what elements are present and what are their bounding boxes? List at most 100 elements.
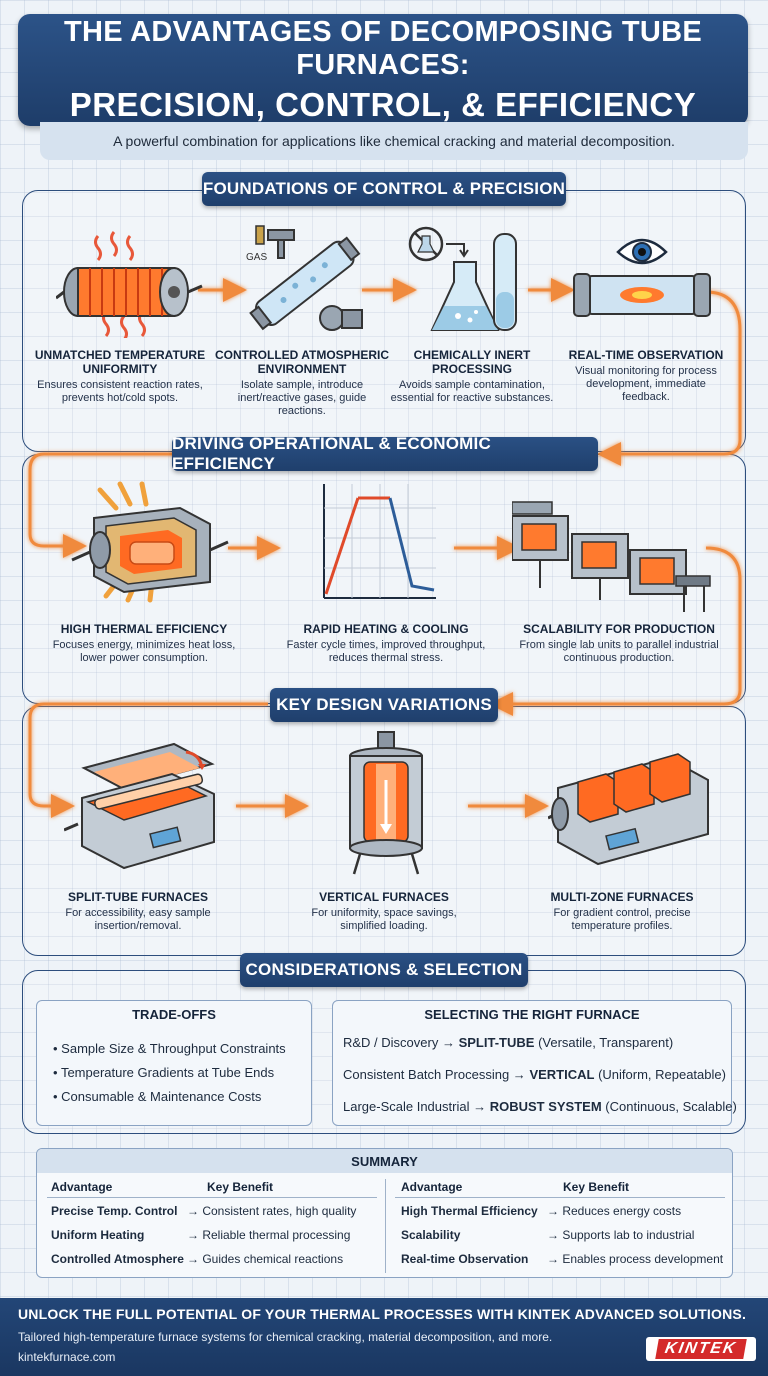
feature-title: SCALABILITY FOR PRODUCTION: [523, 622, 715, 636]
section-design-heading: KEY DESIGN VARIATIONS: [270, 688, 498, 722]
feature-desc: Focuses energy, minimizes heat loss, low…: [52, 639, 236, 664]
summary-table: SUMMARY Advantage Key Benefit Advantage …: [36, 1148, 733, 1278]
page-title-line2: PRECISION, CONTROL, & EFFICIENCY: [69, 86, 697, 123]
design-vertical: VERTICAL FURNACES For uniformity, space …: [290, 890, 478, 933]
feature-title: REAL-TIME OBSERVATION: [568, 348, 724, 362]
furnace-line-icon: [512, 488, 712, 612]
summary-advantage: Uniform Heating: [51, 1228, 145, 1242]
subtitle-bar: A powerful combination for applications …: [40, 122, 748, 160]
summary-advantage: High Thermal Efficiency: [401, 1204, 538, 1218]
selection-detail: (Uniform, Repeatable): [598, 1067, 726, 1082]
section-design-heading-text: KEY DESIGN VARIATIONS: [276, 695, 492, 714]
selection-title: SELECTING THE RIGHT FURNACE: [424, 1007, 640, 1022]
feature-atmospheric-environment: CONTROLLED ATMOSPHERIC ENVIRONMENT Isola…: [214, 348, 390, 418]
feature-title: HIGH THERMAL EFFICIENCY: [60, 622, 228, 636]
design-title: VERTICAL FURNACES: [319, 890, 449, 904]
feature-desc: Avoids sample contamination, essential f…: [390, 379, 554, 404]
section-control-heading-text: FOUNDATIONS OF CONTROL & PRECISION: [202, 179, 566, 198]
summary-benefit: → Enables process development: [547, 1252, 724, 1266]
tradeoff-text: Temperature Gradients at Tube Ends: [60, 1065, 275, 1080]
feature-scalability: SCALABILITY FOR PRODUCTION From single l…: [512, 622, 726, 665]
summary-col-advantage: Advantage: [51, 1180, 113, 1194]
design-title: MULTI-ZONE FURNACES: [550, 890, 694, 904]
footer-tagline: Tailored high-temperature furnace system…: [18, 1330, 553, 1344]
summary-benefit: → Reliable thermal processing: [187, 1228, 351, 1242]
selection-use: Consistent Batch Processing →: [343, 1067, 526, 1082]
tradeoff-item: • Temperature Gradients at Tube Ends: [53, 1065, 275, 1080]
selection-row: Consistent Batch Processing → VERTICAL (…: [343, 1067, 726, 1082]
page-title-line1: THE ADVANTAGES OF DECOMPOSING TUBE FURNA…: [63, 16, 703, 81]
summary-benefit: → Reduces energy costs: [547, 1204, 682, 1218]
page-subtitle: A powerful combination for applications …: [113, 133, 675, 149]
selection-row: Large-Scale Industrial → ROBUST SYSTEM (…: [343, 1099, 737, 1114]
feature-desc: Ensures consistent reaction rates, preve…: [37, 379, 203, 404]
feature-rapid-heating: RAPID HEATING & COOLING Faster cycle tim…: [286, 622, 486, 665]
selection-panel: SELECTING THE RIGHT FURNACE R&D / Discov…: [332, 1000, 737, 1126]
design-multi-zone: MULTI-ZONE FURNACES For gradient control…: [528, 890, 716, 933]
summary-benefit: → Consistent rates, high quality: [187, 1204, 357, 1218]
footer: UNLOCK THE FULL POTENTIAL OF YOUR THERMA…: [0, 1298, 768, 1376]
summary-advantage: Scalability: [401, 1228, 461, 1242]
feature-title: CHEMICALLY INERT PROCESSING: [413, 348, 531, 376]
selection-use: R&D / Discovery →: [343, 1035, 455, 1050]
feature-thermal-efficiency: HIGH THERMAL EFFICIENCY Focuses energy, …: [50, 622, 238, 665]
temperature-profile-icon: [316, 478, 440, 608]
feature-title: RAPID HEATING & COOLING: [303, 622, 469, 636]
design-title: SPLIT-TUBE FURNACES: [67, 890, 208, 904]
selection-choice: VERTICAL: [529, 1067, 595, 1082]
section-efficiency-heading-text: DRIVING OPERATIONAL & ECONOMIC EFFICIENC…: [172, 434, 491, 473]
gas-tube-icon: GAS: [244, 222, 364, 340]
title-banner: THE ADVANTAGES OF DECOMPOSING TUBE FURNA…: [18, 14, 748, 126]
gas-label: GAS: [246, 252, 267, 263]
summary-title: SUMMARY: [37, 1149, 732, 1173]
selection-use: Large-Scale Industrial →: [343, 1099, 487, 1114]
feature-title: UNMATCHED TEMPERATURE UNIFORMITY: [34, 348, 206, 376]
feature-desc: Faster cycle times, improved throughput,…: [286, 639, 486, 664]
summary-col-advantage: Advantage: [401, 1180, 463, 1194]
tradeoff-text: Consumable & Maintenance Costs: [61, 1089, 262, 1104]
summary-col-benefit: Key Benefit: [563, 1180, 630, 1194]
section-efficiency-heading: DRIVING OPERATIONAL & ECONOMIC EFFICIENC…: [172, 434, 598, 473]
selection-row: R&D / Discovery → SPLIT-TUBE (Versatile,…: [343, 1035, 673, 1050]
logo-text: KINTEK: [655, 1339, 747, 1359]
design-desc: For gradient control, precise temperatur…: [553, 907, 691, 932]
section-control-heading: FOUNDATIONS OF CONTROL & PRECISION: [202, 172, 566, 206]
split-tube-furnace-icon: [64, 738, 234, 878]
multi-zone-furnace-icon: [548, 744, 718, 872]
vertical-furnace-icon: [338, 728, 434, 878]
summary-header-rule: [47, 1197, 377, 1198]
feature-desc: From single lab units to parallel indust…: [519, 639, 719, 664]
tradeoff-item: • Consumable & Maintenance Costs: [53, 1089, 262, 1104]
summary-divider: [385, 1179, 386, 1273]
footer-headline: UNLOCK THE FULL POTENTIAL OF YOUR THERMA…: [18, 1306, 747, 1322]
feature-desc: Isolate sample, introduce inert/reactive…: [237, 379, 367, 417]
flask-icon: [406, 222, 526, 340]
feature-title: CONTROLLED ATMOSPHERIC ENVIRONMENT: [215, 348, 389, 376]
design-split-tube: SPLIT-TUBE FURNACES For accessibility, e…: [44, 890, 232, 933]
section-considerations-heading-text: CONSIDERATIONS & SELECTION: [245, 960, 523, 979]
heated-tube-icon: [56, 228, 206, 338]
tradeoff-text: Sample Size & Throughput Constraints: [61, 1041, 286, 1056]
eye-tube-icon: [572, 226, 712, 326]
selection-detail: (Versatile, Transparent): [538, 1035, 674, 1050]
tradeoff-item: • Sample Size & Throughput Constraints: [53, 1041, 286, 1056]
design-desc: For accessibility, easy sample insertion…: [65, 907, 211, 932]
tradeoffs-panel: TRADE-OFFS • Sample Size & Throughput Co…: [36, 1000, 312, 1126]
selection-detail: (Continuous, Scalable): [605, 1099, 737, 1114]
summary-col-benefit: Key Benefit: [207, 1180, 274, 1194]
footer-url-link[interactable]: kintekfurnace.com: [18, 1350, 116, 1364]
feature-inert-processing: CHEMICALLY INERT PROCESSING Avoids sampl…: [388, 348, 556, 405]
selection-choice: ROBUST SYSTEM: [489, 1099, 602, 1114]
feature-desc: Visual monitoring for process developmen…: [575, 365, 717, 403]
insulated-furnace-icon: [70, 478, 230, 608]
kintek-logo: KINTEK: [646, 1337, 756, 1361]
summary-header-rule: [395, 1197, 725, 1198]
summary-advantage: Controlled Atmosphere: [51, 1252, 184, 1266]
feature-temperature-uniformity: UNMATCHED TEMPERATURE UNIFORMITY Ensures…: [34, 348, 206, 405]
summary-benefit: → Supports lab to industrial: [547, 1228, 695, 1242]
design-desc: For uniformity, space savings, simplifie…: [311, 907, 457, 932]
summary-advantage: Real-time Observation: [401, 1252, 529, 1266]
section-considerations-heading: CONSIDERATIONS & SELECTION: [240, 953, 528, 987]
feature-real-time-observation: REAL-TIME OBSERVATION Visual monitoring …: [566, 348, 726, 404]
tradeoffs-title: TRADE-OFFS: [132, 1007, 216, 1022]
